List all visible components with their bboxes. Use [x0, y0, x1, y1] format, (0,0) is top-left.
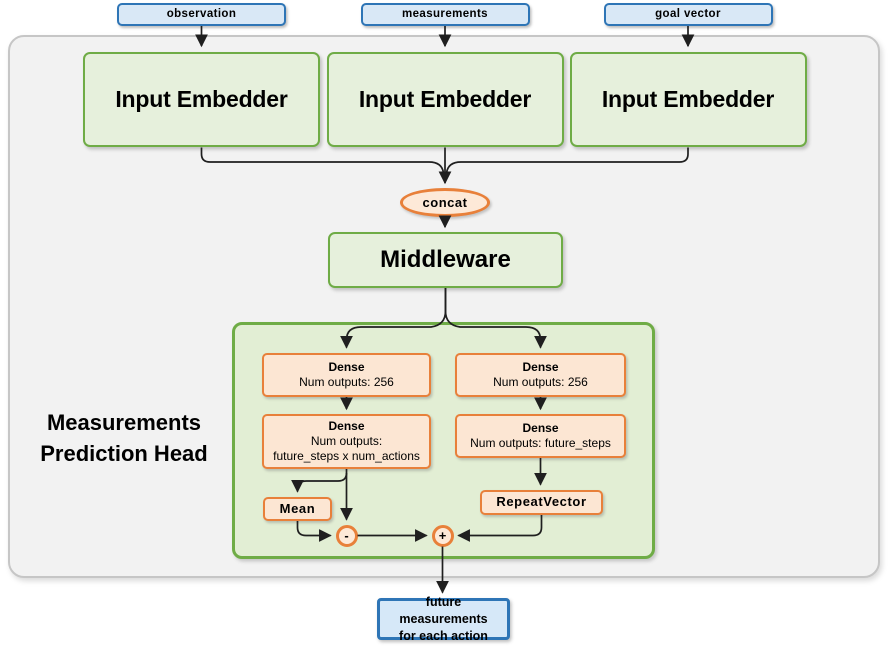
repeat-vector-label: RepeatVector [496, 494, 587, 510]
node-dense-left-2: Dense Num outputs: future_steps x num_ac… [262, 414, 431, 469]
goal-vector-label: goal vector [655, 7, 721, 20]
dense-right-2-title: Dense [522, 421, 559, 435]
node-mean: Mean [263, 497, 332, 521]
dense-left-2-line1: Num outputs: [310, 434, 383, 448]
head-title-line1: Measurements [46, 410, 202, 435]
input-embedder-1-label: Input Embedder [115, 86, 288, 113]
node-input-embedder-3: Input Embedder [569, 52, 807, 147]
node-dense-left-1: Dense Num outputs: 256 [262, 353, 431, 397]
output-line1: future measurements [399, 594, 488, 626]
node-input-goal-vector: goal vector [603, 3, 773, 26]
node-input-embedder-1: Input Embedder [83, 52, 320, 147]
label-measurements-prediction-head: Measurements Prediction Head [18, 407, 230, 469]
node-repeat-vector: RepeatVector [480, 490, 603, 515]
node-input-embedder-2: Input Embedder [326, 52, 564, 147]
input-embedder-2-label: Input Embedder [358, 86, 532, 113]
measurements-label: measurements [402, 7, 488, 20]
dense-left-2-title: Dense [328, 419, 365, 433]
plus-op-label: + [438, 528, 447, 543]
node-output-future-measurements: future measurements for each action [377, 595, 510, 643]
input-embedder-3-label: Input Embedder [601, 86, 775, 113]
node-minus-op: - [335, 524, 358, 547]
node-dense-right-2: Dense Num outputs: future_steps [455, 414, 626, 458]
middleware-label: Middleware [380, 246, 511, 274]
output-line2: for each action [399, 628, 488, 643]
node-middleware: Middleware [328, 232, 563, 288]
dense-right-1-title: Dense [522, 360, 559, 374]
dense-right-1-line1: Num outputs: 256 [493, 375, 588, 389]
dense-left-2-line2: future_steps x num_actions [273, 449, 420, 463]
node-input-measurements: measurements [360, 3, 530, 26]
minus-op-label: - [344, 528, 349, 543]
concat-label: concat [422, 194, 468, 210]
dense-left-1-line1: Num outputs: 256 [299, 375, 394, 389]
dense-right-2-line1: Num outputs: future_steps [470, 436, 611, 450]
node-input-observation: observation [117, 3, 286, 26]
dense-left-1-title: Dense [328, 360, 365, 374]
node-concat: concat [400, 188, 490, 217]
node-plus-op: + [431, 524, 454, 547]
head-title-line2: Prediction Head [40, 441, 208, 466]
node-dense-right-1: Dense Num outputs: 256 [455, 353, 626, 397]
mean-label: Mean [279, 500, 316, 516]
observation-label: observation [166, 7, 237, 20]
